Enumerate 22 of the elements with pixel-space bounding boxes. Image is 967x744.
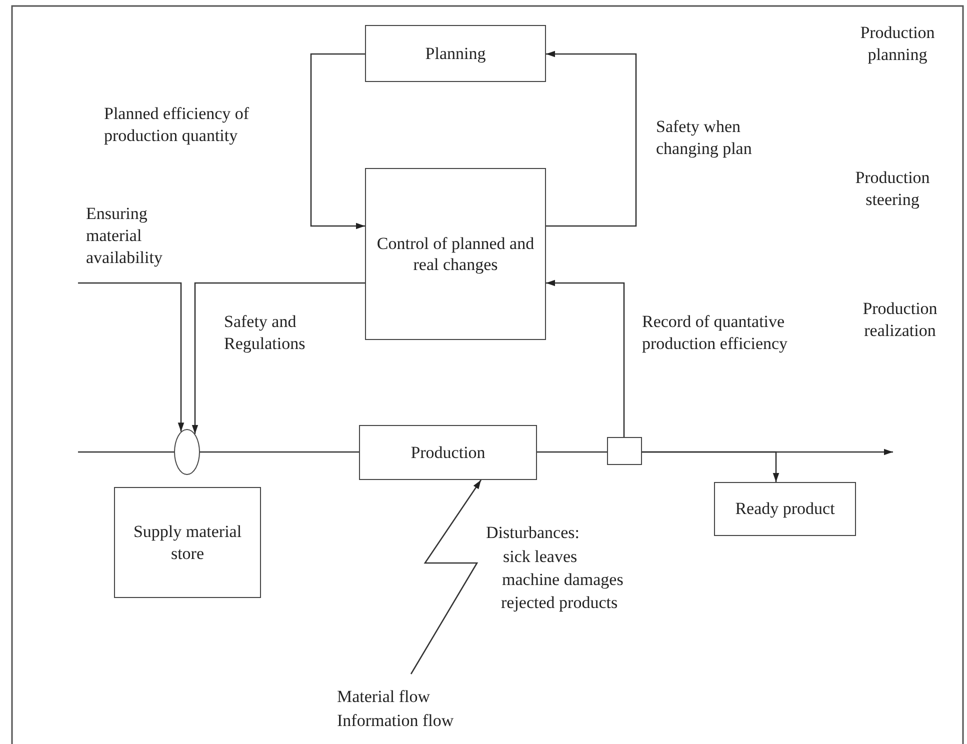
ellipse-symbol bbox=[174, 429, 200, 475]
connector-line bbox=[537, 451, 607, 453]
connector-line bbox=[78, 451, 174, 453]
box-label: Production bbox=[410, 442, 486, 464]
arrow bbox=[192, 282, 365, 434]
process-box bbox=[365, 168, 546, 340]
connector-line bbox=[200, 451, 359, 453]
process-box bbox=[365, 25, 546, 82]
process-box bbox=[114, 487, 261, 598]
process-box bbox=[359, 425, 537, 480]
box-label: Control of planned and real changes bbox=[376, 232, 536, 276]
arrow bbox=[410, 480, 482, 674]
box-label: Supply material store bbox=[132, 521, 243, 564]
arrow bbox=[546, 50, 637, 227]
box-label: Planning bbox=[424, 42, 487, 64]
box-label: Ready product bbox=[734, 498, 836, 520]
process-box bbox=[714, 482, 856, 536]
arrow bbox=[546, 280, 625, 437]
arrow bbox=[310, 53, 365, 230]
arrow bbox=[78, 282, 184, 432]
arrow bbox=[642, 451, 780, 482]
junction-box bbox=[607, 437, 642, 465]
